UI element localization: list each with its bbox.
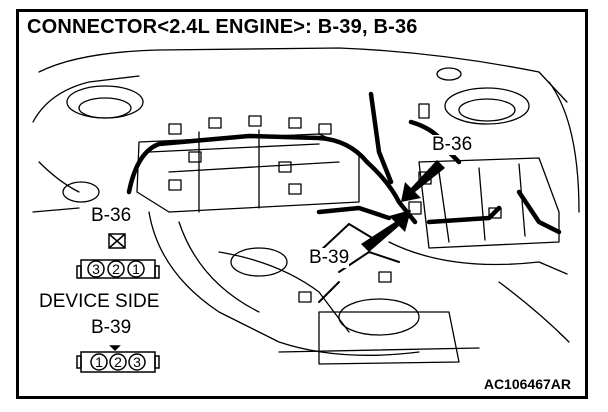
b36-pin-3: 3 bbox=[92, 261, 100, 277]
b36-pin-2: 2 bbox=[112, 261, 120, 277]
connector-b39-symbol bbox=[76, 345, 160, 373]
figure-id: AC106467AR bbox=[483, 376, 571, 392]
callout-label-b39: B-39 bbox=[309, 247, 350, 268]
callout-arrow-b39 bbox=[361, 210, 411, 252]
b39-pin-3: 3 bbox=[133, 354, 141, 370]
diagram-title: CONNECTOR<2.4L ENGINE>: B-39, B-36 bbox=[27, 16, 418, 38]
device-side-label: DEVICE SIDE bbox=[39, 291, 160, 312]
diagram-frame: 3 2 1 1 2 3 CONNECTOR<2.4L ENGINE>: B-39… bbox=[16, 9, 588, 399]
connector-b36-symbol bbox=[76, 233, 160, 279]
legend-b39-label: B-39 bbox=[91, 317, 132, 338]
legend-b36-label: B-36 bbox=[91, 205, 132, 226]
callout-arrow-b36 bbox=[401, 160, 445, 202]
b39-pin-2: 2 bbox=[114, 354, 122, 370]
b39-pin-1: 1 bbox=[95, 354, 103, 370]
b36-pin-1: 1 bbox=[132, 261, 140, 277]
engine-bay-drawing: 3 2 1 1 2 3 bbox=[32, 47, 580, 373]
callout-label-b36: B-36 bbox=[432, 134, 473, 155]
